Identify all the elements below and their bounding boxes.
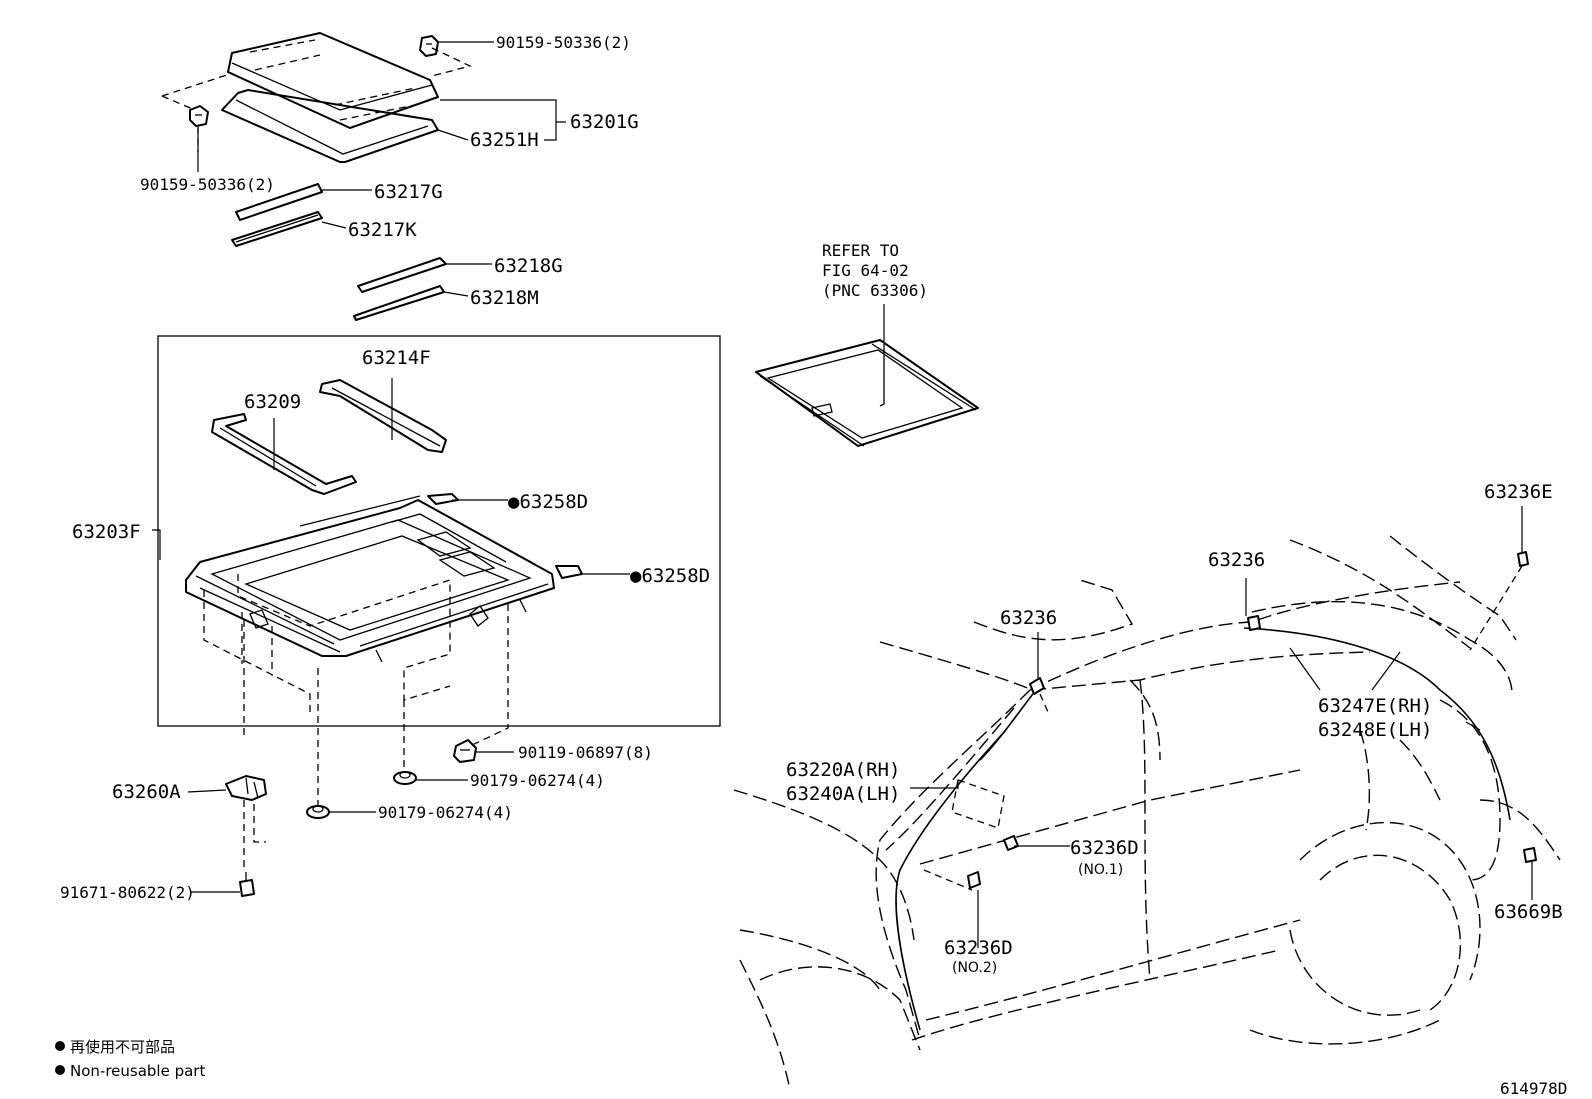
bolt-90159-top — [419, 35, 439, 57]
leader-lines — [152, 41, 1533, 948]
weatherstrip-63218G — [357, 257, 447, 293]
label-refer-line3: (PNC 63306) — [822, 281, 928, 300]
label-63218G: 63218G — [494, 255, 563, 277]
label-91671: 91671-80622(2) — [60, 883, 195, 902]
label-63236D-1-note: (NO.1) — [1078, 862, 1123, 878]
legend-bullet-icon-1 — [55, 1041, 65, 1051]
label-refer-line1: REFER TO — [822, 241, 899, 260]
label-90159-left: 90159-50336(2) — [140, 175, 275, 194]
label-63248E: 63248E(LH) — [1318, 719, 1432, 741]
weatherstrip-63217G — [235, 183, 323, 221]
sunshade-assembly — [755, 339, 979, 447]
label-90179-b: 90179-06274(4) — [378, 803, 513, 822]
legend-line1: 再使用不可部品 — [70, 1038, 175, 1056]
label-63217G: 63217G — [374, 181, 443, 203]
label-63203F: 63203F — [72, 521, 141, 543]
deflector-63214F — [319, 379, 447, 453]
label-63258D-a: ●63258D — [508, 491, 588, 513]
label-63236D-1: 63236D — [1070, 837, 1139, 859]
label-90119: 90119-06897(8) — [518, 743, 653, 762]
bracket-63260A — [225, 775, 267, 801]
label-63236E: 63236E — [1484, 481, 1553, 503]
label-63220A: 63220A(RH) — [786, 759, 900, 781]
glass-weatherstrip — [221, 89, 439, 163]
legend-bullet-icon-2 — [55, 1065, 65, 1075]
bolt-90119 — [453, 739, 477, 763]
part-labels: 90159-50336(2) 63201G 63251H 90159-50336… — [60, 33, 1563, 976]
label-63236-b: 63236 — [1000, 607, 1057, 629]
sunroof-glass-panel — [227, 32, 439, 129]
nut-90179-b — [306, 805, 330, 819]
label-90159-top: 90159-50336(2) — [496, 33, 631, 52]
label-63251H: 63251H — [470, 129, 539, 151]
label-90179-a: 90179-06274(4) — [470, 771, 605, 790]
label-63217K: 63217K — [348, 219, 417, 241]
label-63236D-2: 63236D — [944, 937, 1013, 959]
label-63247E: 63247E(RH) — [1318, 695, 1432, 717]
vehicle-body-outline — [733, 535, 1561, 1091]
label-63258D-b: ●63258D — [630, 565, 710, 587]
sunroof-housing-63203F — [185, 493, 583, 663]
label-63236D-2-note: (NO.2) — [952, 960, 997, 976]
label-63214F: 63214F — [362, 347, 431, 369]
nut-90179-a — [393, 771, 417, 785]
label-63218M: 63218M — [470, 287, 539, 309]
bolt-91671 — [239, 872, 255, 897]
frame-63209 — [211, 413, 357, 495]
label-63236-a: 63236 — [1208, 549, 1265, 571]
bolt-90159-left — [189, 105, 209, 127]
label-63669B: 63669B — [1494, 901, 1563, 923]
legend-line2: Non-reusable part — [70, 1062, 205, 1080]
label-63240A: 63240A(LH) — [786, 783, 900, 805]
label-refer-line2: FIG 64-02 — [822, 261, 909, 280]
weatherstrip-63217K — [231, 211, 323, 247]
legend: 再使用不可部品 Non-reusable part — [55, 1038, 205, 1080]
figure-id: 614978D — [1500, 1079, 1567, 1098]
label-63260A: 63260A — [112, 781, 181, 803]
housing-assembly-box — [157, 335, 721, 727]
label-63201G: 63201G — [570, 111, 639, 133]
label-63209: 63209 — [244, 391, 301, 413]
